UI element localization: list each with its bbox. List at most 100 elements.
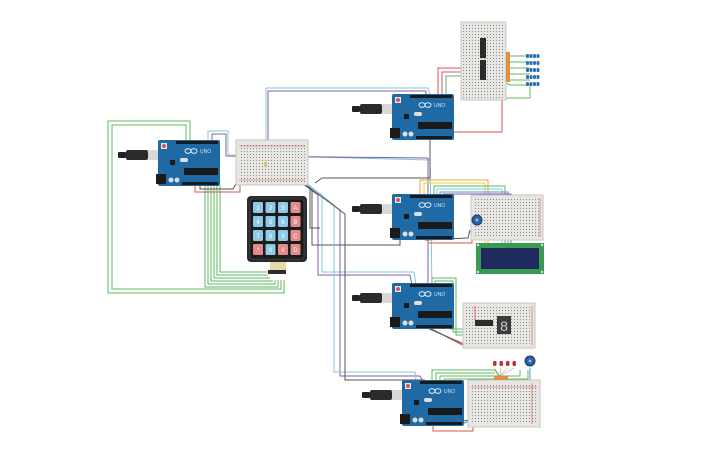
keypad-key[interactable]: 2 [265, 202, 276, 213]
lcd-display[interactable] [476, 243, 544, 274]
wire-gray[interactable] [424, 326, 467, 346]
wire-green[interactable] [111, 124, 282, 290]
led[interactable] [529, 82, 533, 86]
usb-cable[interactable] [118, 150, 158, 160]
shift-register[interactable] [475, 320, 493, 326]
keypad-key[interactable]: C [290, 230, 301, 241]
wire-green[interactable] [435, 372, 495, 380]
header-digital[interactable] [420, 381, 462, 384]
resistor-array[interactable] [506, 52, 510, 82]
wire-green[interactable] [216, 186, 268, 276]
header-analog[interactable] [426, 422, 462, 425]
led[interactable] [512, 361, 517, 366]
wire-green[interactable] [207, 186, 276, 285]
led[interactable] [533, 75, 536, 79]
wire-pink[interactable] [441, 71, 462, 95]
arduino-1[interactable]: UNO [352, 94, 454, 140]
keypad-key[interactable]: 5 [265, 216, 276, 227]
keypad-key[interactable]: # [278, 244, 288, 255]
breadboard-top-right[interactable] [460, 21, 510, 101]
led[interactable] [536, 68, 540, 72]
keypad-key[interactable]: A [290, 202, 301, 213]
keypad-key[interactable]: 1 [253, 202, 263, 213]
breadboard-center[interactable] [235, 139, 309, 186]
wire-green[interactable] [431, 369, 501, 380]
led[interactable] [536, 54, 540, 58]
potentiometer[interactable] [471, 214, 483, 226]
led[interactable] [529, 75, 533, 79]
arduino-main[interactable]: UNO [118, 140, 220, 186]
keypad-key[interactable]: 7 [253, 230, 263, 241]
header-analog[interactable] [416, 325, 452, 328]
usb-cable[interactable] [352, 204, 392, 214]
header-analog[interactable] [182, 182, 218, 185]
keypad-key[interactable]: 6 [278, 216, 288, 227]
ic-chip[interactable] [480, 38, 486, 58]
breadboard-bottom[interactable] [467, 379, 541, 428]
keypad-key[interactable]: 9 [278, 230, 288, 241]
keypad-key[interactable]: B [290, 216, 301, 227]
keypad-key[interactable]: 4 [253, 216, 263, 227]
wire-gray[interactable] [282, 167, 425, 381]
wire-cyan[interactable] [265, 87, 431, 150]
wire-green[interactable] [434, 280, 468, 333]
header-digital[interactable] [410, 95, 452, 98]
wire-green[interactable] [431, 277, 468, 336]
led[interactable] [533, 61, 536, 65]
wire-green[interactable] [439, 370, 521, 380]
wire-cyan[interactable] [279, 161, 417, 381]
usb-cable[interactable] [352, 293, 392, 303]
usb-cable[interactable] [362, 390, 402, 400]
header-analog[interactable] [416, 236, 452, 239]
led[interactable] [536, 61, 540, 65]
arduino-2[interactable]: UNO [352, 194, 454, 240]
led[interactable] [499, 361, 504, 366]
arduino-3[interactable]: UNO [352, 283, 454, 329]
keypad-key[interactable]: 3 [278, 202, 288, 213]
keypad-key[interactable]: * [253, 244, 263, 255]
wire-green[interactable] [107, 120, 285, 294]
led[interactable] [529, 68, 533, 72]
wire-green[interactable] [204, 186, 279, 288]
resistor[interactable] [264, 162, 267, 167]
breadboard-lcd[interactable] [470, 194, 544, 241]
keypad-key[interactable]: D [290, 244, 301, 255]
wire-green[interactable] [445, 75, 462, 95]
resistor-array[interactable] [494, 376, 508, 380]
led[interactable] [526, 61, 529, 65]
led[interactable] [533, 82, 536, 86]
seven-segment-display[interactable]: 8 [497, 316, 511, 334]
led[interactable] [536, 75, 540, 79]
potentiometer[interactable] [524, 355, 536, 367]
wire-cyan[interactable] [207, 130, 433, 291]
header-digital[interactable] [410, 284, 452, 287]
led[interactable] [526, 68, 529, 72]
wire-green[interactable] [210, 186, 273, 282]
header-analog[interactable] [416, 136, 452, 139]
arduino-4[interactable]: UNO [362, 380, 464, 426]
led[interactable] [529, 61, 533, 65]
wire-green[interactable] [213, 186, 270, 279]
led[interactable] [506, 361, 510, 366]
led[interactable] [533, 68, 536, 72]
led[interactable] [526, 54, 529, 58]
led[interactable] [493, 361, 497, 366]
wire-red[interactable] [437, 67, 462, 95]
led[interactable] [526, 82, 529, 86]
keypad-key[interactable]: 0 [265, 244, 276, 255]
wire-green[interactable] [219, 186, 268, 273]
led[interactable] [533, 54, 536, 58]
led[interactable] [526, 75, 529, 79]
usb-cable[interactable] [352, 104, 392, 114]
led[interactable] [536, 82, 540, 86]
wire-green[interactable] [443, 370, 529, 380]
keypad-key[interactable]: 8 [265, 230, 276, 241]
header-digital[interactable] [410, 195, 452, 198]
wire-gray[interactable] [314, 138, 431, 184]
wire-purple[interactable] [267, 90, 427, 150]
wire-red[interactable] [194, 183, 241, 193]
ic-chip[interactable] [480, 60, 486, 80]
header-digital[interactable] [176, 141, 218, 144]
